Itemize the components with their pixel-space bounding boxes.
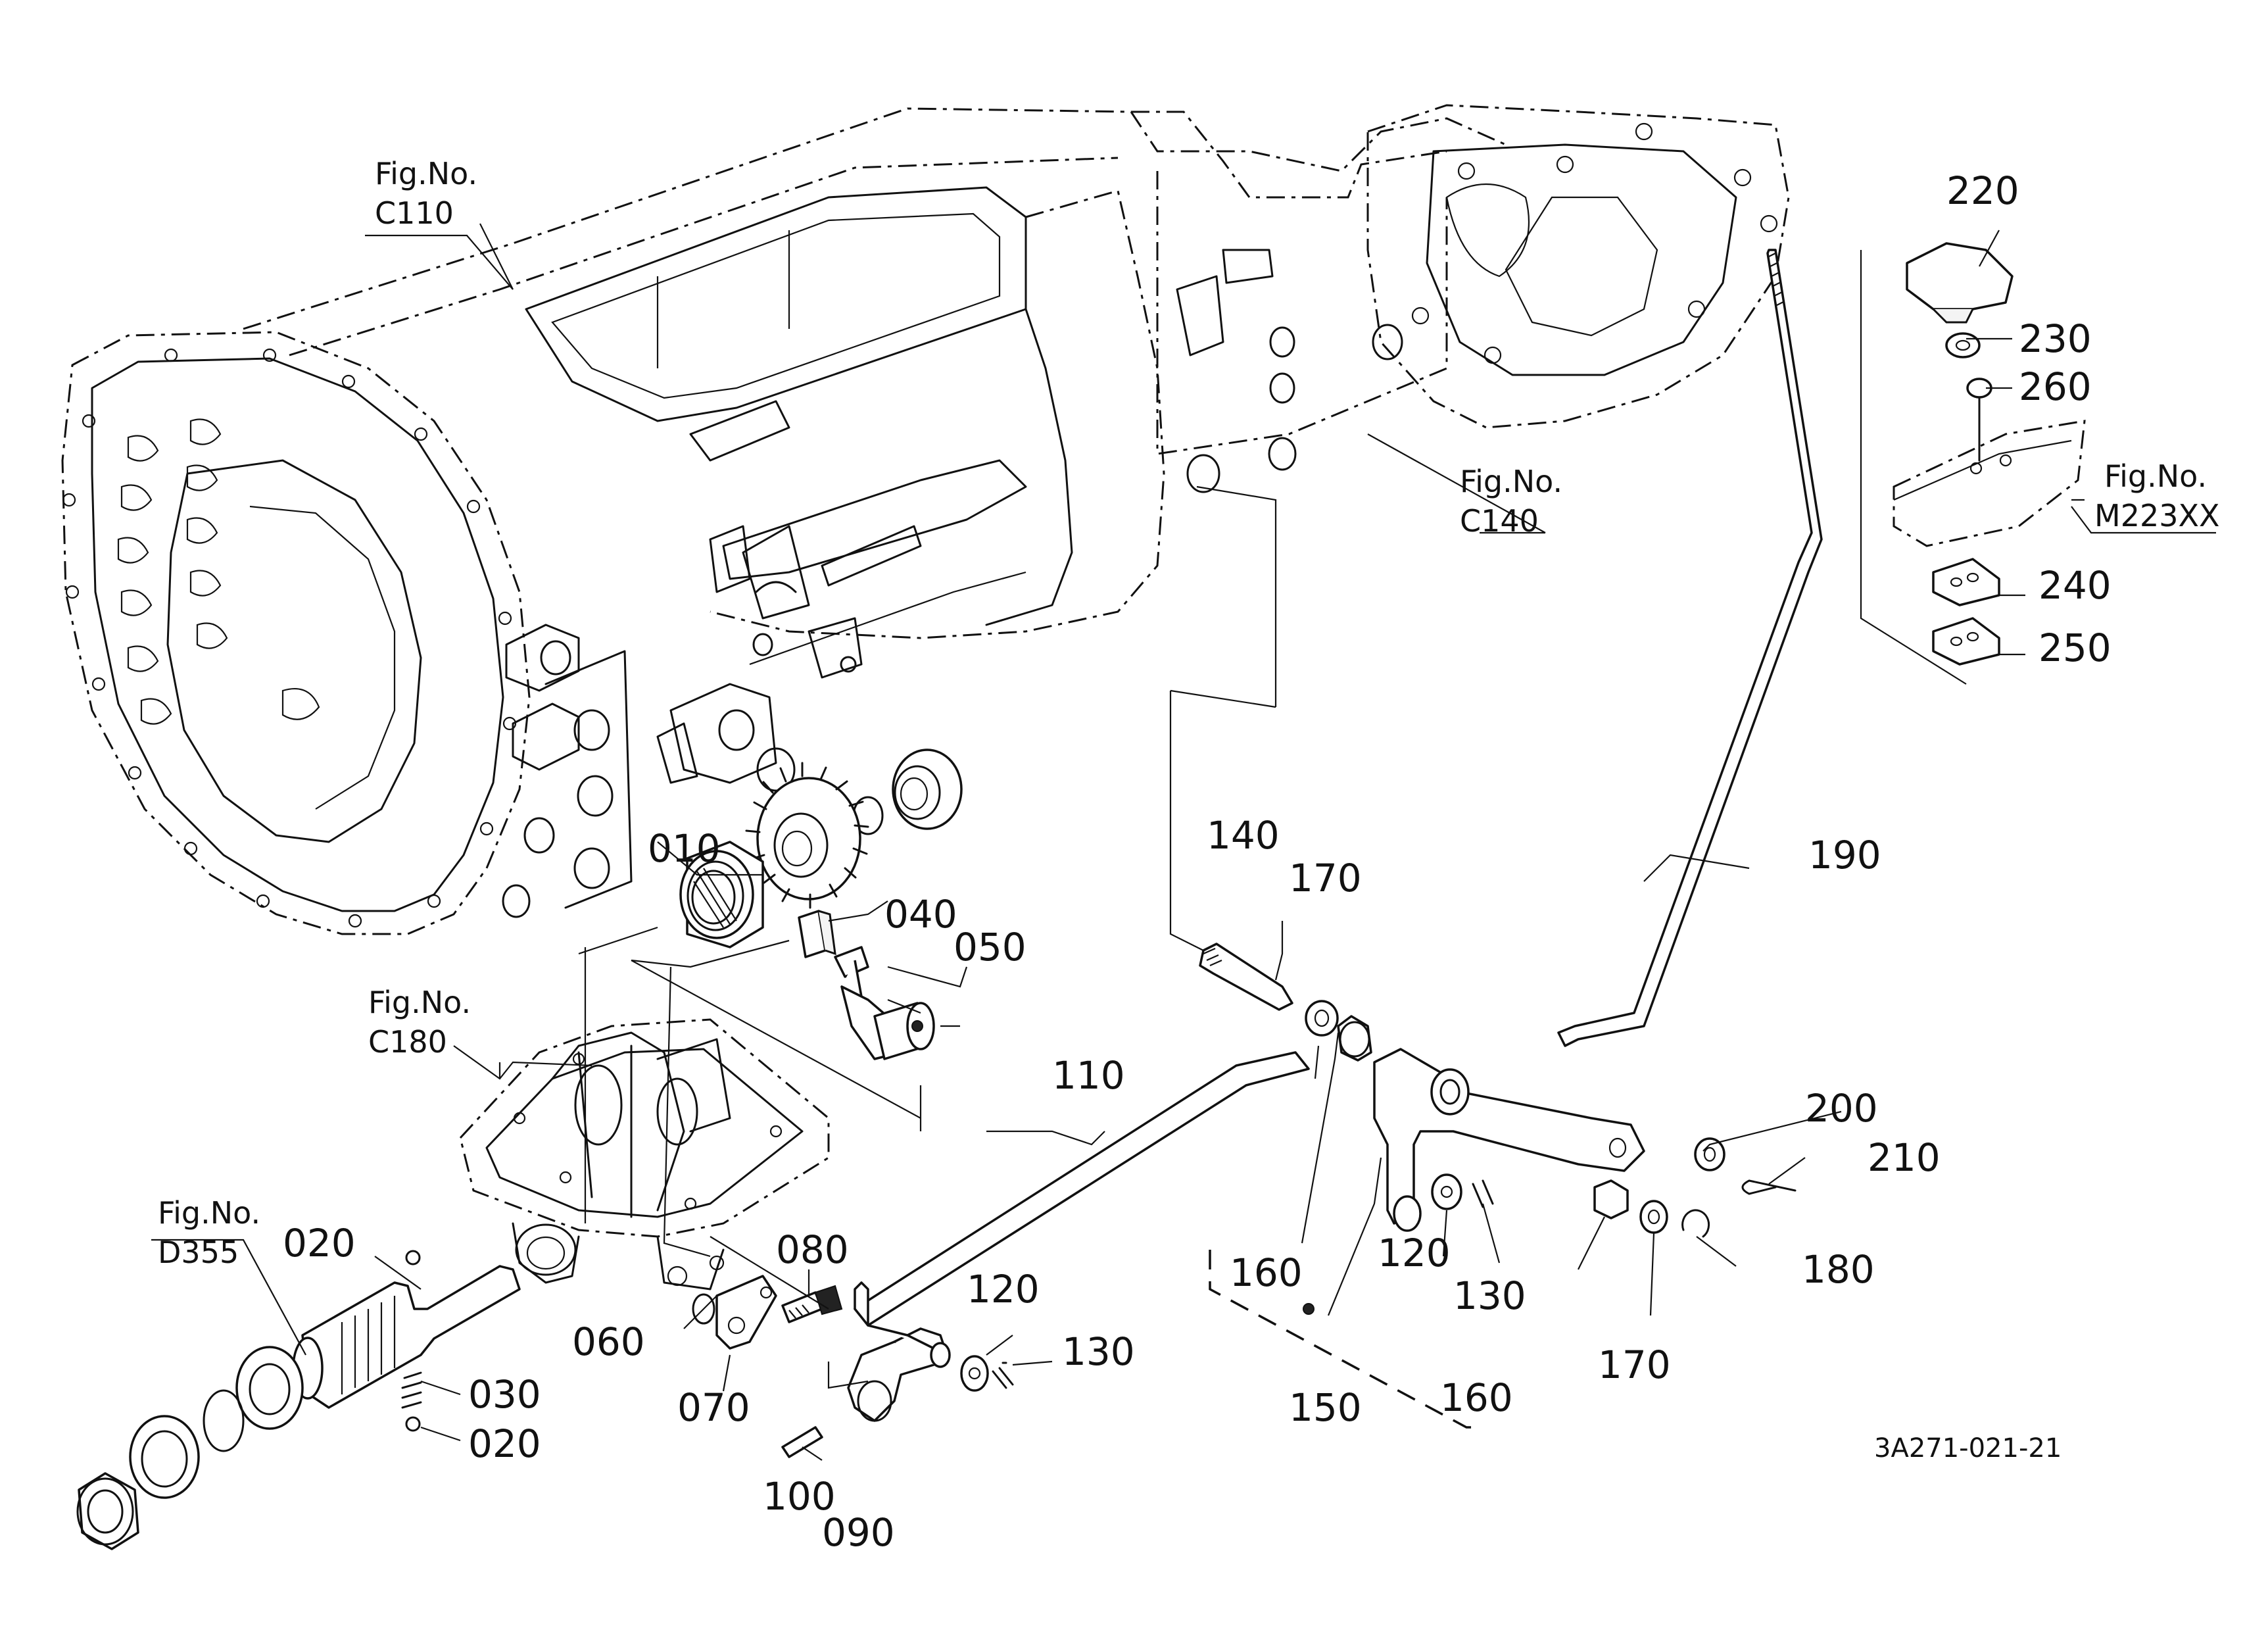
shift-fork-assembly (679, 749, 963, 1060)
part-label-240: 240 (2039, 563, 2111, 608)
part-label-180: 180 (1802, 1247, 1875, 1292)
part-label-190: 190 (1808, 833, 1881, 877)
part-label-130-lower: 130 (1062, 1329, 1135, 1374)
part-label-060: 060 (572, 1319, 645, 1364)
part-label-080: 080 (776, 1227, 849, 1272)
part-label-250: 250 (2039, 626, 2111, 670)
part-label-040: 040 (884, 892, 957, 937)
part-label-220: 220 (1946, 168, 2019, 213)
part-label-030: 030 (468, 1372, 541, 1417)
part-number-callouts: 010 020 020 030 040 050 060 070 080 090 … (283, 168, 2111, 1555)
figure-ref-c180: Fig.No. C180 (368, 985, 471, 1060)
part-label-110: 110 (1052, 1053, 1125, 1098)
part-label-170-upper: 170 (1289, 856, 1362, 900)
pedal-shaft-group (1199, 249, 1823, 1238)
fig-ref-c140-number: C140 (1460, 503, 1539, 539)
part-label-160-lower: 160 (1440, 1375, 1513, 1420)
gear (745, 762, 869, 909)
part-label-100: 100 (763, 1474, 836, 1519)
figure-ref-c140: Fig.No. C140 (1460, 464, 1562, 539)
fig-ref-d355-number: D355 (158, 1235, 239, 1270)
leader-lines (151, 223, 2216, 1461)
fig-ref-c180-number: C180 (368, 1024, 447, 1060)
figure-ref-d355: Fig.No. D355 (158, 1195, 260, 1270)
coupling-sleeve (679, 841, 764, 948)
part-label-170-lower: 170 (1598, 1342, 1671, 1387)
part-label-150: 150 (1289, 1385, 1362, 1430)
transmission-case-drawing (61, 104, 1790, 935)
part-label-050: 050 (953, 925, 1026, 970)
shift-fork (834, 946, 935, 1060)
part-label-130-mid: 130 (1453, 1273, 1526, 1318)
output-shaft-assembly (76, 1250, 521, 1550)
fig-ref-c140-label: Fig.No. (1460, 464, 1562, 499)
part-label-260: 260 (2019, 364, 2092, 409)
sub-housing-c180 (459, 1018, 830, 1291)
fig-ref-m223xx-number: M223XX (2094, 498, 2220, 533)
figure-ref-c110: Fig.No. C110 (365, 156, 514, 290)
fig-ref-m223xx-label: Fig.No. (2104, 458, 2207, 494)
part-label-210: 210 (1868, 1135, 1941, 1180)
fig-ref-c110-label: Fig.No. (375, 156, 477, 191)
group-marker-150 (1303, 1303, 1315, 1315)
part-label-090: 090 (822, 1510, 895, 1555)
knob-group (1860, 242, 2086, 685)
group-bracket-150 (1209, 1250, 1473, 1429)
drawing-code: 3A271-021-21 (1874, 1433, 2062, 1463)
part-label-120-mid: 120 (1378, 1231, 1451, 1275)
figure-ref-m223xx: Fig.No. M223XX (2094, 458, 2220, 533)
linkage-assembly (692, 1051, 1310, 1458)
part-label-230: 230 (2019, 316, 2092, 361)
part-label-120-lower: 120 (967, 1267, 1040, 1312)
fig-ref-c180-label: Fig.No. (368, 985, 471, 1020)
part-label-020-bottom: 020 (468, 1421, 541, 1466)
fig-ref-d355-label: Fig.No. (158, 1195, 260, 1231)
part-label-020-top: 020 (283, 1221, 356, 1266)
part-label-010: 010 (648, 826, 721, 871)
part-label-160-upper: 160 (1230, 1250, 1303, 1295)
fig-ref-c110-number: C110 (375, 195, 454, 231)
part-label-070: 070 (677, 1385, 750, 1430)
part-label-140: 140 (1207, 813, 1280, 858)
part-label-200: 200 (1805, 1086, 1878, 1131)
